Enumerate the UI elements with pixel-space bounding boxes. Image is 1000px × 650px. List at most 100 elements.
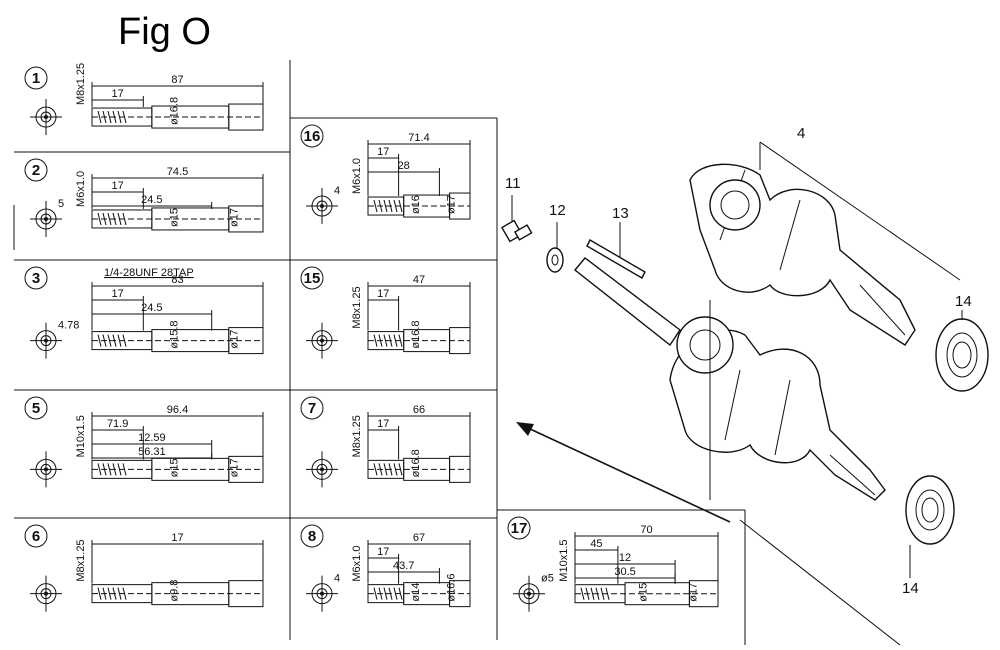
dimension-label: 17 — [112, 288, 124, 300]
dimension-label: 74.5 — [167, 166, 188, 178]
pin-part-13 — [586, 239, 646, 279]
thread-spec: M6x1.0 — [75, 171, 87, 207]
diameter-label: ø15 — [169, 458, 181, 477]
callout-11: 11 — [505, 175, 521, 192]
diameter-label: ø17 — [228, 330, 240, 349]
callout-13: 13 — [612, 205, 629, 222]
shaft-body — [151, 582, 230, 606]
panel-number: 8 — [308, 528, 316, 545]
panel-number: 7 — [308, 400, 316, 417]
callout-14-lower: 14 — [902, 580, 919, 597]
upper-crank-gear — [709, 179, 761, 231]
dimension-label: 71.4 — [408, 132, 429, 144]
dimension-label: 17 — [377, 146, 389, 158]
panel-number-circle — [300, 266, 324, 290]
thread-spec: M6x1.0 — [351, 546, 363, 582]
dimension-label: 17 — [112, 180, 124, 192]
panel-number: 6 — [32, 528, 40, 545]
panel-number: 17 — [511, 520, 528, 537]
dimension-label: 17 — [377, 418, 389, 430]
callout-12: 12 — [549, 202, 566, 219]
panel-number: 1 — [32, 70, 40, 87]
thread-spec: M8x1.25 — [75, 539, 87, 581]
panel-number-circle — [24, 524, 48, 548]
diameter-label: ø16.8 — [410, 320, 422, 348]
panel-number-circle — [300, 524, 324, 548]
panel-number-circle — [300, 396, 324, 420]
diameter-label: ø16.8 — [169, 97, 181, 125]
diameter-label: ø17 — [446, 195, 458, 214]
panel-number-circle — [507, 516, 531, 540]
lower-crank-gear — [676, 316, 734, 374]
shaft-body — [151, 207, 230, 231]
diameter-label: ø15 — [169, 208, 181, 227]
crankshaft-assembly: 4 11 12 13 14 14 — [500, 125, 989, 646]
bolt-part-11 — [500, 219, 533, 243]
side-dimension: ø5 — [541, 573, 554, 585]
dimension-label: 17 — [377, 546, 389, 558]
dimension-label: 70 — [640, 524, 652, 536]
dimension-label: 12 — [619, 552, 631, 564]
panel-number: 3 — [32, 270, 40, 287]
dimension-label: 30.5 — [614, 566, 635, 578]
dimension-label: 45 — [590, 538, 602, 550]
diameter-label: ø16.6 — [446, 573, 458, 601]
dimension-label: 43.7 — [393, 560, 414, 572]
callout-4: 4 — [797, 125, 805, 142]
side-dimension: 4 — [334, 185, 340, 197]
dimension-label: 56.31 — [138, 446, 166, 458]
panel-number-circle — [24, 396, 48, 420]
panel-number: 15 — [304, 270, 321, 287]
thread-spec: M8x1.25 — [351, 415, 363, 457]
washer-part-12 — [546, 247, 564, 273]
panel-number-circle — [24, 66, 48, 90]
diameter-label: ø17 — [228, 458, 240, 477]
dimension-label: 96.4 — [167, 404, 188, 416]
diameter-label: ø15 — [638, 583, 650, 602]
dimension-label: 17 — [112, 88, 124, 100]
dimension-label: 28 — [398, 160, 410, 172]
shaft-body — [151, 105, 230, 129]
dimension-label: 17 — [171, 532, 183, 544]
panel-number: 2 — [32, 162, 40, 179]
dimension-label: 24.5 — [141, 194, 162, 206]
panel-7: 7 66 17 ø16.8 M8x1.25 — [300, 396, 471, 488]
thread-spec: M6x1.0 — [351, 158, 363, 194]
thread-spec: M8x1.25 — [351, 286, 363, 328]
callout-14-upper: 14 — [955, 293, 972, 310]
panel-grid — [13, 60, 746, 645]
diameter-label: ø17 — [228, 208, 240, 227]
panel-number-circle — [24, 266, 48, 290]
diameter-label: ø9.8 — [169, 580, 181, 602]
diameter-label: ø17 — [688, 583, 700, 602]
shaft-body — [151, 329, 230, 353]
side-dimension: 5 — [58, 198, 64, 210]
dimension-label: 12.59 — [138, 432, 166, 444]
shaft-shoulder — [688, 580, 719, 608]
thread-note: 1/4-28UNF 28TAP — [104, 267, 194, 279]
dimension-label: 24.5 — [141, 302, 162, 314]
thread-spec: M10x1.5 — [558, 539, 570, 581]
diameter-label: ø14 — [410, 583, 422, 602]
panel-number: 5 — [32, 400, 40, 417]
diameter-label: ø16 — [410, 195, 422, 214]
panel-16: 16 71.4 17 28 ø16 ø17 M6x1.0 4 — [300, 124, 471, 225]
dimension-label: 17 — [377, 288, 389, 300]
panel-2: 2 74.5 17 24.5 ø15 ø17 M6x1.0 5 — [24, 158, 264, 237]
panel-number: 16 — [304, 128, 321, 145]
dimension-label: 67 — [413, 532, 425, 544]
diameter-label: ø16.8 — [410, 449, 422, 477]
dimension-label: 66 — [413, 404, 425, 416]
bearing-lower-14 — [905, 475, 955, 545]
thread-spec: M10x1.5 — [75, 415, 87, 457]
dimension-label: 71.9 — [107, 418, 128, 430]
panel-number-circle — [24, 158, 48, 182]
assembly-arrow — [516, 422, 534, 436]
